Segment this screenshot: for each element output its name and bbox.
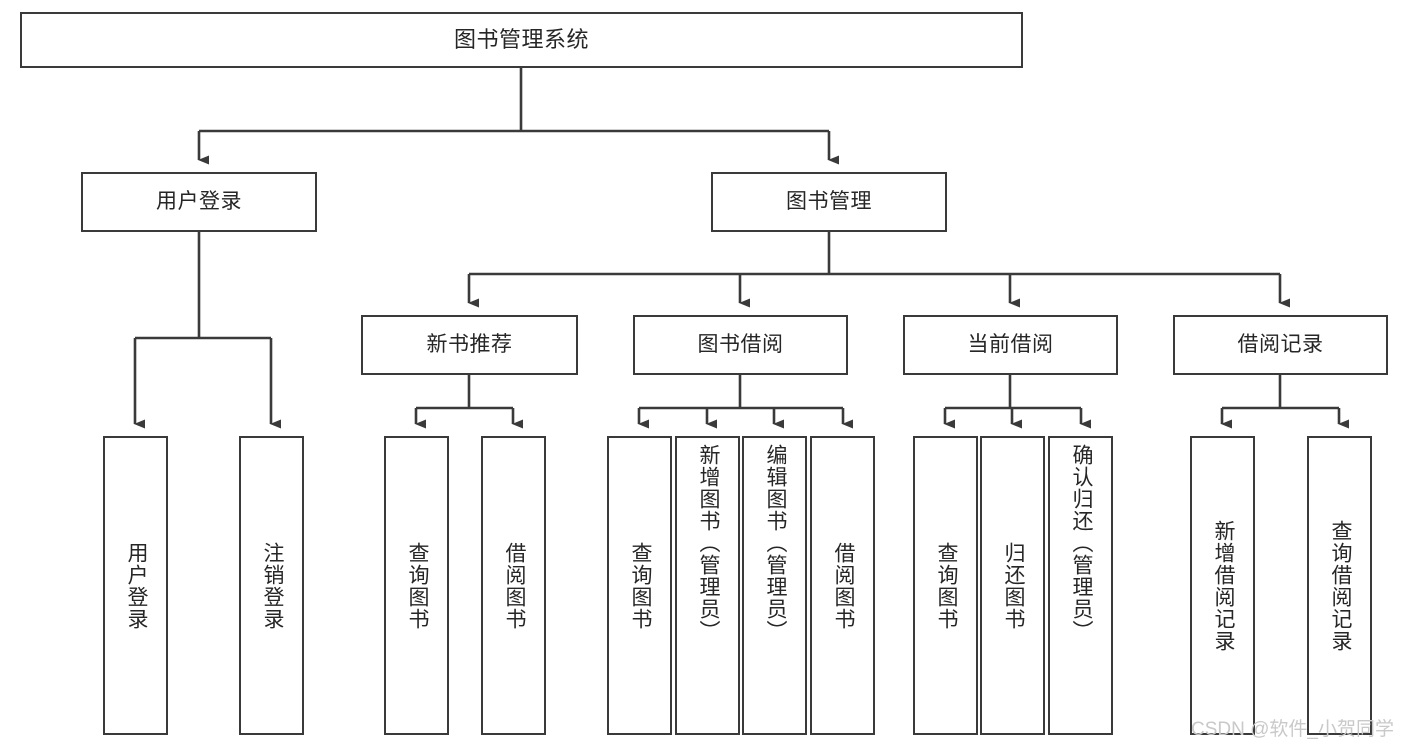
node-book-management[interactable]: 图书管理 xyxy=(711,172,947,232)
node-user-login[interactable]: 用户登录 xyxy=(81,172,317,232)
node-label: 当前借阅 xyxy=(967,332,1054,356)
node-label: 查询图书 xyxy=(628,541,652,630)
node-new-book-recommend[interactable]: 新书推荐 xyxy=(361,315,578,375)
node-label: 借阅记录 xyxy=(1237,332,1324,356)
node-label: 查询图书 xyxy=(405,541,429,630)
node-current-borrow[interactable]: 当前借阅 xyxy=(903,315,1118,375)
node-label: 新增借阅记录 xyxy=(1211,519,1235,652)
node-leaf-confirm-return-admin[interactable]: 确认归还（管理员） xyxy=(1048,436,1113,735)
node-label: 确认归还（管理员） xyxy=(1069,444,1093,642)
node-label: 注销登录 xyxy=(260,541,284,630)
node-label: 图书管理 xyxy=(786,189,872,213)
node-label: 图书管理系统 xyxy=(453,27,589,53)
node-leaf-query-book-current[interactable]: 查询图书 xyxy=(913,436,978,735)
node-label: 借阅图书 xyxy=(502,541,526,630)
node-label: 用户登录 xyxy=(156,189,242,213)
node-borrow-record[interactable]: 借阅记录 xyxy=(1173,315,1388,375)
node-leaf-logout[interactable]: 注销登录 xyxy=(239,436,304,735)
watermark-text: CSDN @软件_小贺同学 xyxy=(1191,719,1394,740)
node-book-borrow[interactable]: 图书借阅 xyxy=(633,315,848,375)
node-leaf-borrow-book-recommend[interactable]: 借阅图书 xyxy=(481,436,546,735)
node-leaf-add-book-admin[interactable]: 新增图书（管理员） xyxy=(675,436,740,735)
node-leaf-borrow-book[interactable]: 借阅图书 xyxy=(810,436,875,735)
node-leaf-query-book-recommend[interactable]: 查询图书 xyxy=(384,436,449,735)
node-label: 新增图书（管理员） xyxy=(696,444,720,642)
node-label: 借阅图书 xyxy=(831,541,855,630)
node-label: 归还图书 xyxy=(1001,541,1025,630)
node-label: 新书推荐 xyxy=(426,332,513,356)
node-leaf-edit-book-admin[interactable]: 编辑图书（管理员） xyxy=(742,436,807,735)
node-label: 查询借阅记录 xyxy=(1328,519,1352,652)
node-label: 图书借阅 xyxy=(697,332,784,356)
node-leaf-query-book-borrow[interactable]: 查询图书 xyxy=(607,436,672,735)
node-label: 用户登录 xyxy=(124,541,148,630)
node-label: 查询图书 xyxy=(934,541,958,630)
node-leaf-user-login[interactable]: 用户登录 xyxy=(103,436,168,735)
node-leaf-return-book[interactable]: 归还图书 xyxy=(980,436,1045,735)
node-leaf-query-borrow-record[interactable]: 查询借阅记录 xyxy=(1307,436,1372,735)
node-leaf-add-borrow-record[interactable]: 新增借阅记录 xyxy=(1190,436,1255,735)
node-label: 编辑图书（管理员） xyxy=(763,444,787,642)
node-root-system[interactable]: 图书管理系统 xyxy=(20,12,1023,68)
